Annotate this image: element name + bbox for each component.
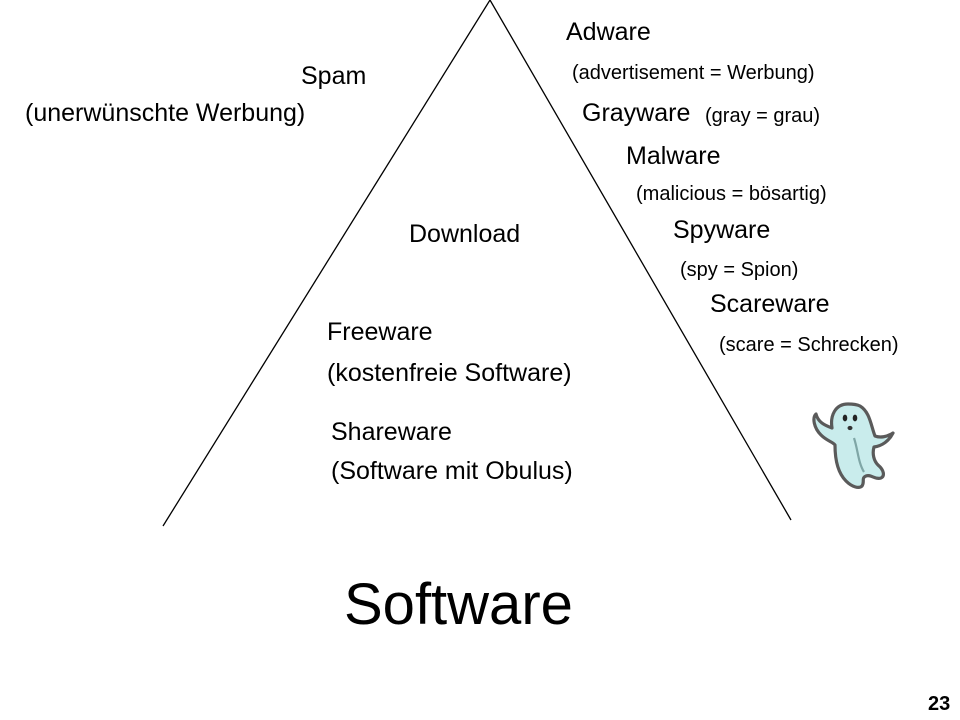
freeware-note: (kostenfreie Software) xyxy=(327,359,572,387)
scareware-title: Scareware xyxy=(710,290,830,318)
adware-note: (advertisement = Werbung) xyxy=(572,62,815,84)
page-number: 23 xyxy=(928,693,951,715)
adware-title: Adware xyxy=(566,18,651,46)
spyware-title: Spyware xyxy=(673,216,771,244)
freeware-title: Freeware xyxy=(327,318,433,346)
spam-title: Spam xyxy=(301,62,367,90)
scareware-note: (scare = Schrecken) xyxy=(719,334,899,356)
shareware-title: Shareware xyxy=(331,418,452,446)
malware-note: (malicious = bösartig) xyxy=(636,183,827,205)
shareware-note: (Software mit Obulus) xyxy=(331,457,573,485)
download-label: Download xyxy=(409,220,521,248)
diagram-title: Software xyxy=(344,572,573,637)
grayware-note: (gray = grau) xyxy=(705,105,821,127)
pyramid-left-edge xyxy=(162,0,491,527)
malware-title: Malware xyxy=(626,142,721,170)
pyramid-right-edge xyxy=(489,0,792,521)
spyware-note: (spy = Spion) xyxy=(680,259,799,281)
spam-note: (unerwünschte Werbung) xyxy=(25,99,306,127)
ghost-icon xyxy=(812,402,895,489)
grayware-title: Grayware xyxy=(582,99,691,127)
